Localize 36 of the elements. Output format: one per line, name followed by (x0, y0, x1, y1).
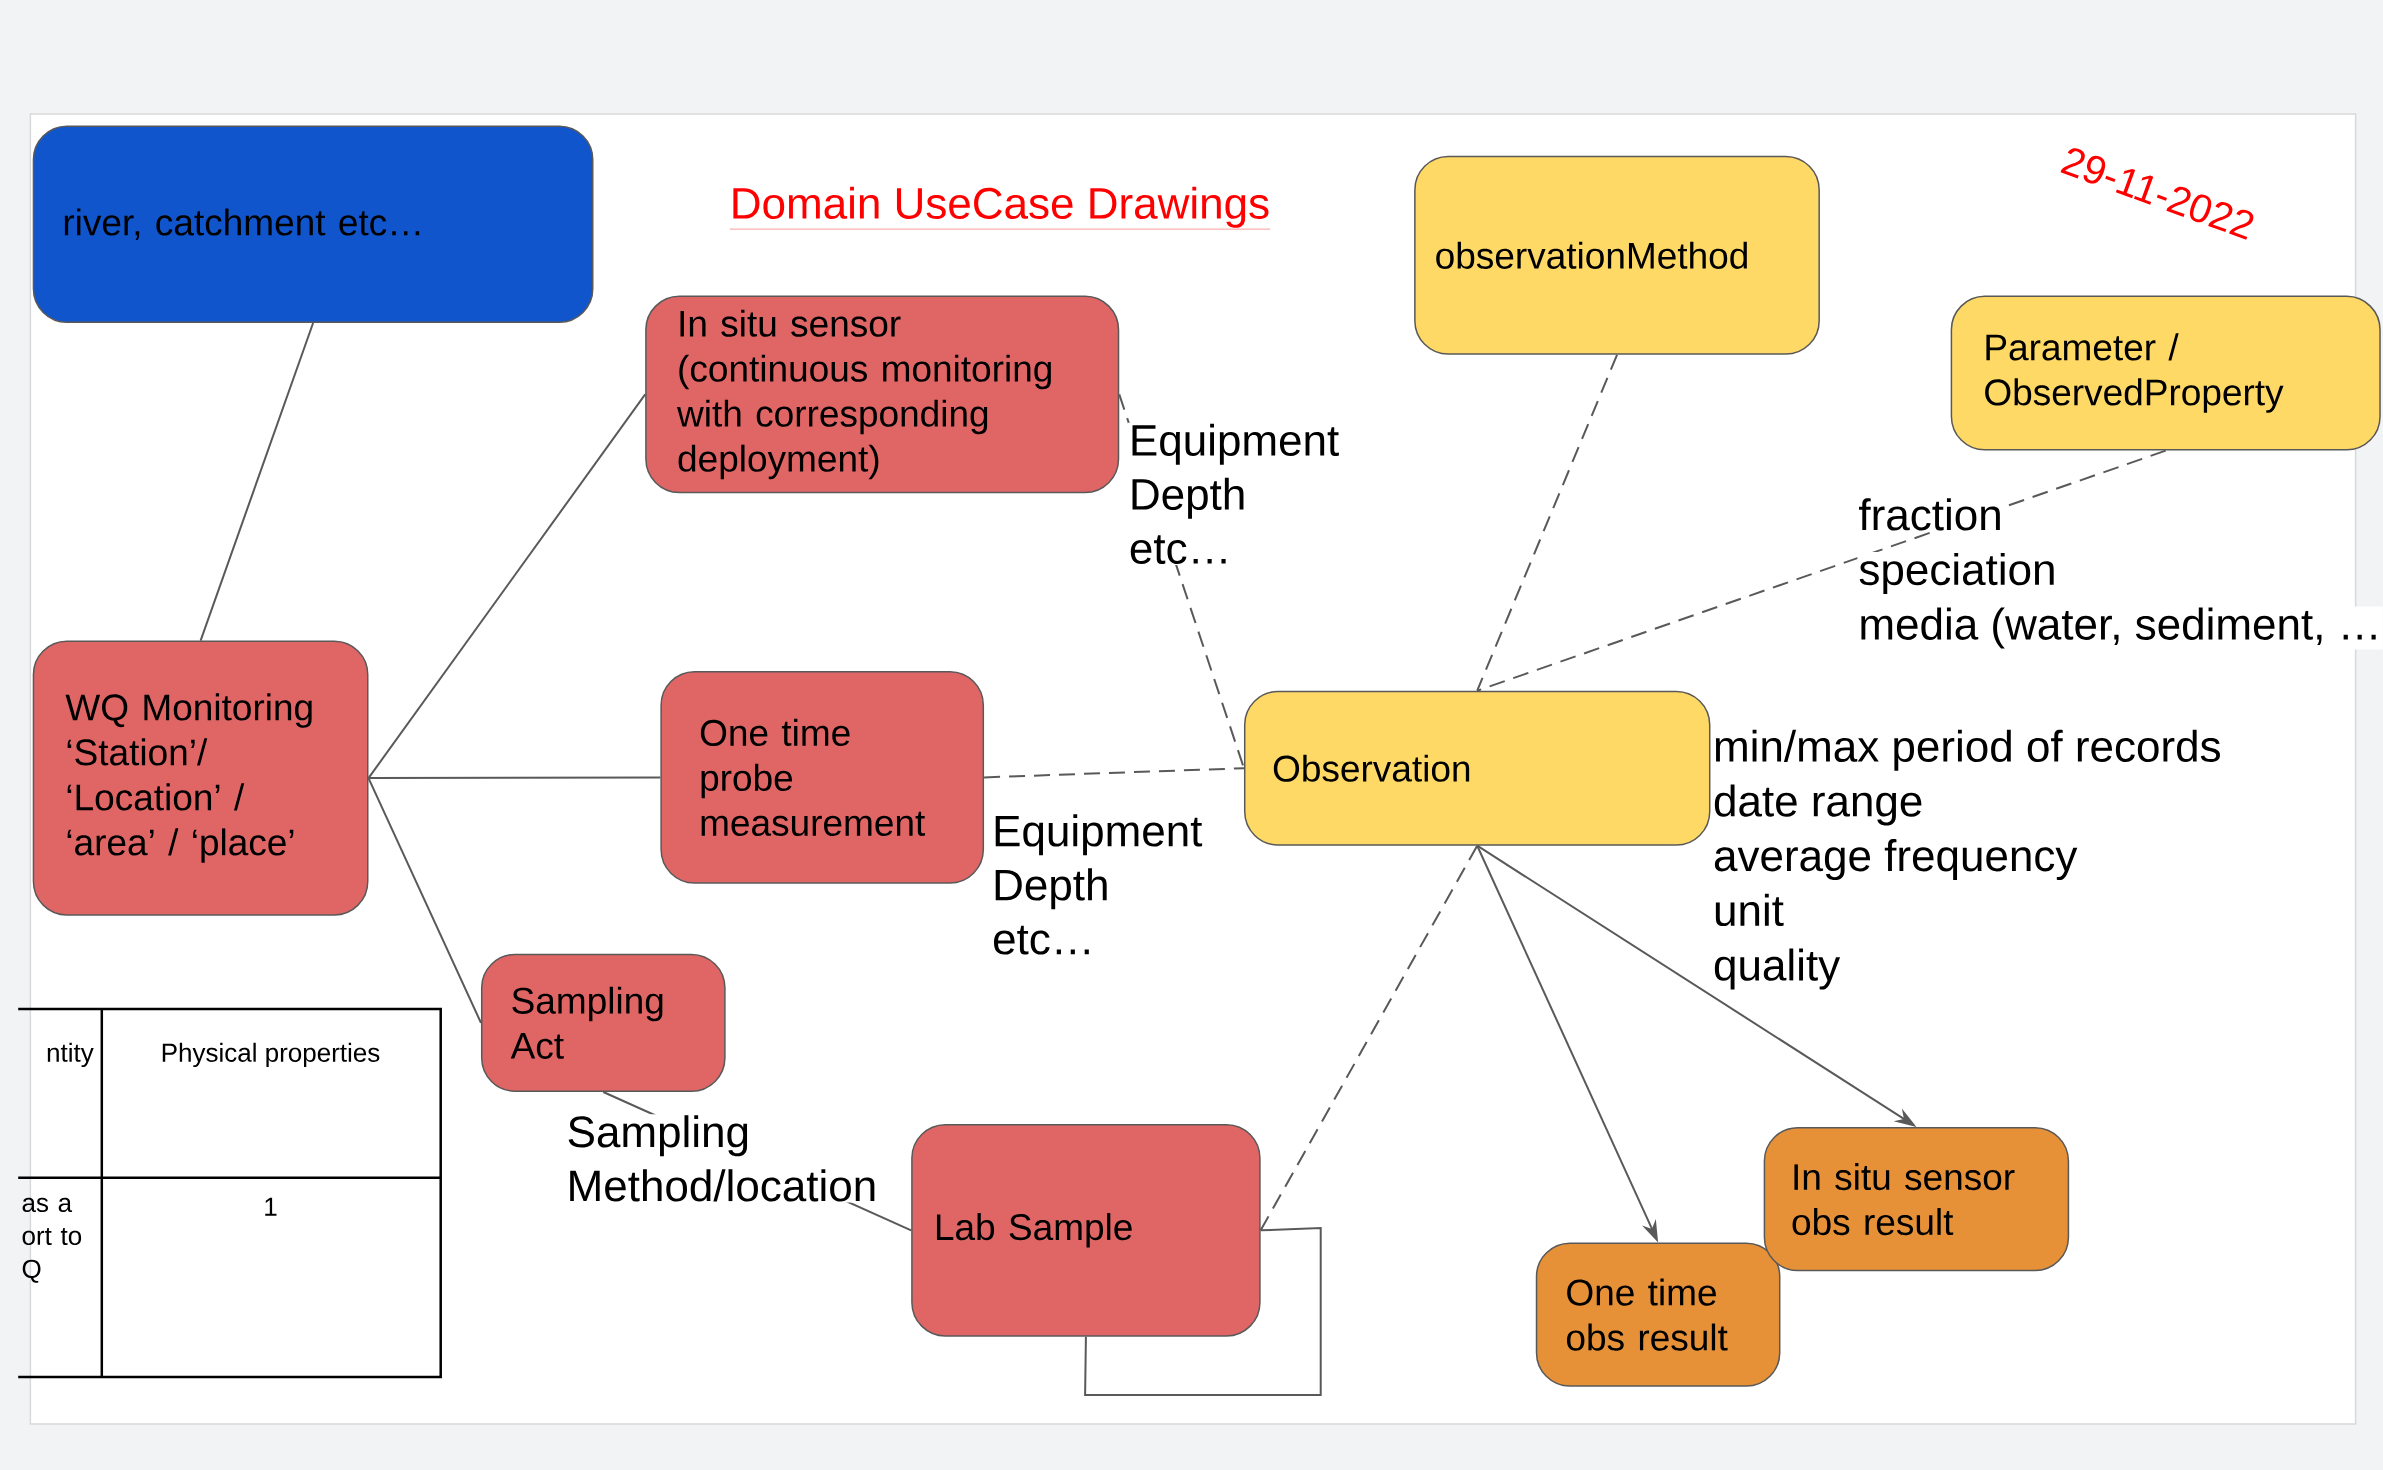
title: Domain UseCase Drawings (729, 186, 1271, 230)
area-box: river, catchment etc… (32, 125, 594, 323)
result-box: One time obs result (1535, 1242, 1781, 1387)
concept-box: Parameter / ObservedProperty (1950, 295, 2381, 451)
connector (1084, 1227, 1322, 1397)
result-box: In situ sensor obs result (1763, 1126, 2070, 1272)
property-note: unit (1715, 893, 1784, 927)
connector (1259, 844, 1479, 1232)
property-note: quality (1714, 948, 1841, 990)
process-box: In situ sensor (continuous monitoring with corresponding deployment) (645, 295, 1120, 494)
property-note: media (water, sediment, … (1857, 606, 2383, 650)
connector (199, 322, 315, 642)
connector (1476, 353, 1618, 692)
concept-box: Observation (1243, 690, 1711, 846)
property-note: average frequency (1714, 839, 2078, 881)
table-cell-text: 1 (265, 1197, 277, 1216)
connector (983, 767, 1245, 779)
process-box: WQ Monitoring ‘Station’/ ‘Location’ / ‘area’ / ‘place’ (32, 640, 369, 916)
table-cell-text: Physical properties (162, 1042, 380, 1068)
property-note: fraction (1857, 497, 2004, 532)
connector (367, 776, 662, 780)
process-box: One time probe measurement (660, 671, 985, 884)
property-note: min/max period of records (1715, 729, 2220, 771)
connector (367, 777, 482, 1024)
process-box: Sampling Act (480, 953, 726, 1092)
edge-label: Equipment Depth etc… (1127, 422, 1358, 565)
table-cell-text: ntity (47, 1042, 94, 1068)
table-cell-text: as a ort to Q (22, 1197, 82, 1283)
edge-label: Sampling Method/location (565, 1114, 887, 1203)
connector (1476, 449, 2167, 692)
process-box: Lab Sample (911, 1123, 1261, 1337)
edge-label: Equipment Depth etc… (991, 813, 1222, 956)
property-note: speciation (1857, 551, 2058, 595)
concept-box: observationMethod (1414, 155, 1820, 355)
connector (367, 393, 647, 780)
property-note: date range (1714, 784, 1922, 826)
